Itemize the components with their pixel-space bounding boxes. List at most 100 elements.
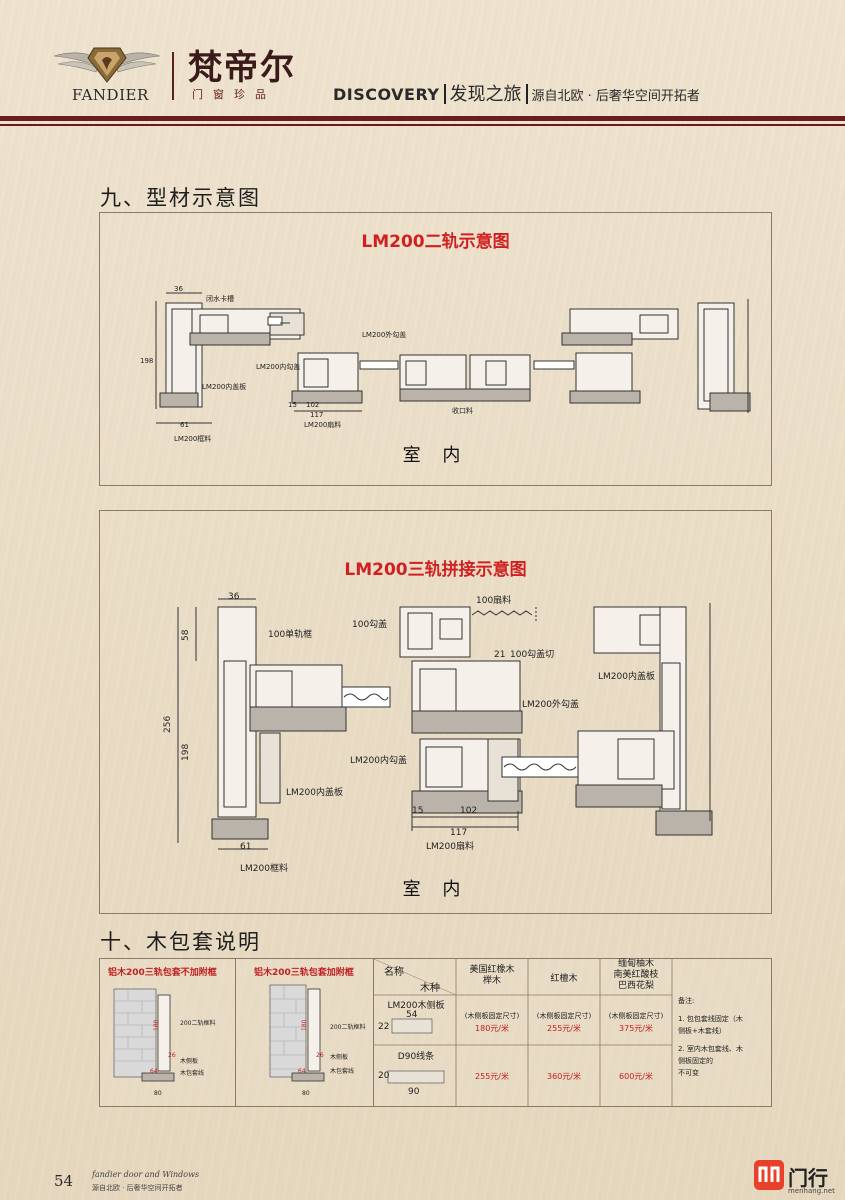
tagline-divider (525, 84, 528, 104)
row-dim-b: 90 (408, 1087, 420, 1097)
diagram-three-track-title: LM200三轨拼接示意图 (344, 560, 527, 580)
cell-price: 180元/米 (475, 1024, 509, 1033)
label-cover-inner-right: LM200内盖板 (598, 670, 655, 682)
cell-price: 360元/米 (547, 1072, 581, 1081)
watermark-text: 门行 (788, 1166, 828, 1190)
panel-no-subframe-title: 铝木200三轨包套不加附框 (108, 968, 217, 978)
wood-cover-drawing-with-subframe: 180 200二轨框料 26 木侧板 64 木包套线 80 (269, 984, 365, 1097)
dim-117: 117 (310, 411, 323, 419)
diagram-three-track-box: LM200三轨拼接示意图 (99, 510, 772, 914)
remarks: 备注: 1. 包包套线固定（木侧板+木套线） 2. 室内木包套线、木侧板固定的 … (678, 995, 744, 1079)
brand-subtitle: 门窗珍品 (192, 88, 276, 101)
dim-15: 15 (412, 806, 423, 816)
dim-61: 61 (180, 421, 189, 429)
row-dim-a: 20 (378, 1071, 390, 1081)
row-name-side-board: LM200木侧板 (387, 1001, 445, 1011)
label-hook-inner: LM200内勾盖 (256, 362, 300, 371)
label-side-board: 木侧板 (330, 1053, 348, 1061)
label-cover-line: 木包套线 (180, 1069, 204, 1077)
label-sash: LM200扇料 (304, 420, 341, 429)
dim-c: 26 (316, 1052, 324, 1059)
remarks-title: 备注: (678, 997, 695, 1005)
brand-name: 梵帝尔 (188, 48, 296, 88)
dim-36: 36 (174, 285, 183, 293)
wood-cover-panel-with-subframe: 铝木200三轨包套加附框 180 200二轨框料 26 木侧板 64 木包套线 … (236, 959, 374, 1106)
label-cover-inner: LM200内盖板 (202, 382, 246, 391)
cell-price: 375元/米 (619, 1024, 653, 1033)
dim-36: 36 (228, 592, 240, 602)
dim-21: 21 (494, 650, 505, 660)
tagline: DISCOVERY 发现之旅源自北欧 · 后奢华空间开拓者 (333, 80, 700, 106)
wood-cover-spec-panel: 铝木200三轨包套不加附框 180 200二轨框料 26 木侧板 64 木包套线… (99, 958, 772, 1107)
watermark-url: menhang.net (788, 1187, 835, 1195)
cell-note: (木侧板固定尺寸) (464, 1012, 520, 1020)
logo-text: FANDIER (72, 86, 149, 104)
diagram-two-track-box: LM200二轨示意图 (99, 212, 772, 486)
cell-note: (木侧板固定尺寸) (536, 1012, 592, 1020)
label-frame: 200二轨框料 (330, 1023, 365, 1031)
wood-cover-panel-no-subframe: 铝木200三轨包套不加附框 180 200二轨框料 26 木侧板 64 木包套线… (100, 959, 236, 1106)
label-frame: LM200框料 (240, 862, 288, 874)
section-title-wood-cover: 十、木包套说明 (100, 930, 261, 954)
label-hook-outer: LM200外勾盖 (362, 330, 406, 339)
row-dim-a: 54 (406, 1010, 418, 1020)
label-hook-outer: LM200外勾盖 (522, 698, 579, 710)
label-hook-inner: LM200内勾盖 (350, 754, 407, 766)
price-table: 名称 木种 美国红橡木 榉木 红檀木 缅甸柚木 南美红酸枝 巴西花梨 LM200… (374, 959, 745, 1106)
cell-note: (木侧板固定尺寸) (608, 1012, 664, 1020)
dim-g: 80 (154, 1090, 162, 1097)
room-label-indoor: 室 内 (402, 879, 469, 900)
fandier-logo-emblem (53, 47, 161, 83)
label-frame: LM200框料 (174, 434, 211, 443)
remark-line: 2. 室内木包套线、木侧板固定的 (678, 1045, 743, 1065)
room-label-indoor: 室 内 (402, 445, 469, 466)
tagline-cn: 发现之旅 (449, 84, 522, 105)
tagline-en: DISCOVERY (333, 85, 440, 104)
row-dim-b: 22 (378, 1022, 390, 1032)
dim-198: 198 (140, 357, 153, 365)
dim-256: 256 (163, 716, 173, 733)
three-track-section-drawing: 36 58 256 198 100单轨框 100勾盖 100扇料 100勾盖切 … (163, 592, 713, 874)
dim-102: 102 (306, 401, 319, 409)
wood-cover-drawing-no-subframe: 180 200二轨框料 26 木侧板 64 木包套线 80 (113, 988, 215, 1097)
page-header: FANDIER 梵帝尔 门窗珍品 DISCOVERY 发现之旅源自北欧 · 后奢华… (0, 0, 845, 130)
label-frame: 200二轨框料 (180, 1019, 215, 1027)
header-rule-thick (0, 116, 845, 121)
cell-price: 255元/米 (547, 1024, 581, 1033)
cell-price: 600元/米 (619, 1072, 653, 1081)
dim-e: 64 (150, 1068, 158, 1075)
tagline-desc: 源自北欧 · 后奢华空间开拓者 (531, 89, 700, 104)
label-cover-inner-left: LM200内盖板 (286, 786, 343, 798)
footer-slogan: 源自北欧 · 后奢华空间开拓者 (92, 1184, 183, 1192)
price-table-grid (374, 959, 673, 1106)
dim-102: 102 (460, 806, 477, 816)
dim-15: 15 (288, 401, 297, 409)
header-rule-thin (0, 124, 845, 126)
label-sash100: 100扇料 (476, 594, 511, 606)
remark-line: 不可变 (678, 1069, 699, 1077)
dim-117: 117 (450, 828, 467, 838)
header-name: 名称 (384, 967, 404, 978)
label-hook100: 100勾盖 (352, 618, 387, 630)
dim-c: 26 (168, 1052, 176, 1059)
two-track-section-drawing: 36 198 闭水卡槽 LM200外勾盖 LM200内勾盖 LM200内盖板 1… (140, 285, 751, 443)
diagram-two-track-title: LM200二轨示意图 (361, 232, 510, 252)
menhang-logo-icon (754, 1160, 784, 1190)
dim-198: 198 (181, 744, 191, 761)
cell-price: 255元/米 (475, 1072, 509, 1081)
label-side-board: 木侧板 (180, 1057, 198, 1065)
col-header-red-oak: 美国红橡木 榉木 (469, 965, 515, 986)
dim-58: 58 (181, 629, 191, 641)
footer-script: fandier door and Windows (92, 1170, 200, 1179)
col-header-teak: 缅甸柚木 南美红酸枝 巴西花梨 (613, 959, 659, 991)
header-divider (172, 52, 174, 100)
label-closing: 收口料 (452, 406, 473, 415)
panel-with-subframe-title: 铝木200三轨包套加附框 (254, 968, 354, 978)
remark-line: 1. 包包套线固定（木侧板+木套线） (678, 1015, 743, 1035)
section-title-profiles: 九、型材示意图 (100, 186, 261, 210)
dim-61: 61 (240, 842, 251, 852)
label-single-frame: 100单轨框 (268, 628, 312, 640)
header-wood: 木种 (420, 983, 440, 994)
dim-g: 80 (302, 1090, 310, 1097)
label-cover-line: 木包套线 (330, 1067, 354, 1075)
